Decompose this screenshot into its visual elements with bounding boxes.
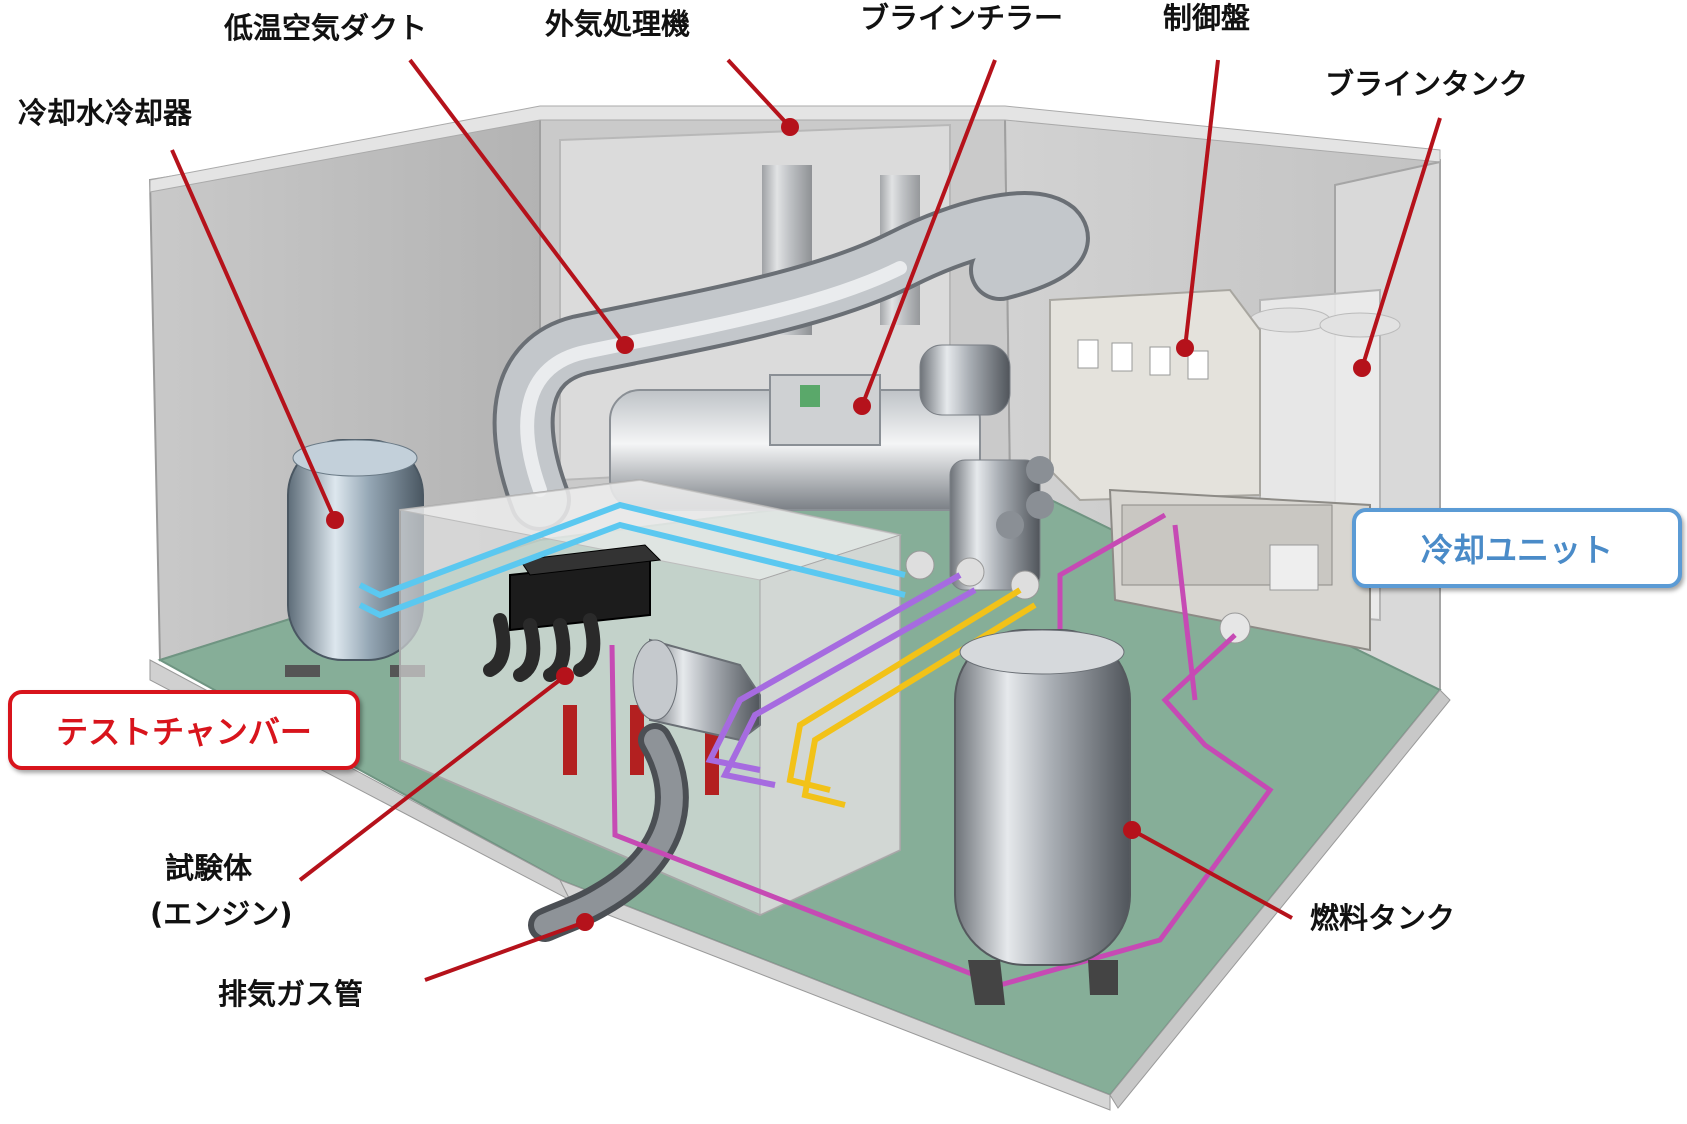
label-control-panel: 制御盤 xyxy=(1163,1,1251,35)
cooling-unit-box: 冷却ユニット xyxy=(1352,508,1682,588)
label-cooling-water-cooler: 冷却水冷却器 xyxy=(18,96,193,130)
label-brine-tank: ブラインタンク xyxy=(1325,67,1529,101)
label-test-body: 試験体 xyxy=(165,851,253,885)
label-exhaust-pipe: 排気ガス管 xyxy=(218,977,364,1011)
label-outside-air-unit: 外気処理機 xyxy=(545,7,691,41)
label-fuel-tank: 燃料タンク xyxy=(1310,901,1456,935)
test-chamber-box: テストチャンバー xyxy=(8,690,360,770)
label-test-body-engine: (エンジン) xyxy=(150,897,293,931)
label-low-temp-air-duct: 低温空気ダクト xyxy=(224,11,428,45)
label-brine-chiller: ブラインチラー xyxy=(860,1,1064,35)
